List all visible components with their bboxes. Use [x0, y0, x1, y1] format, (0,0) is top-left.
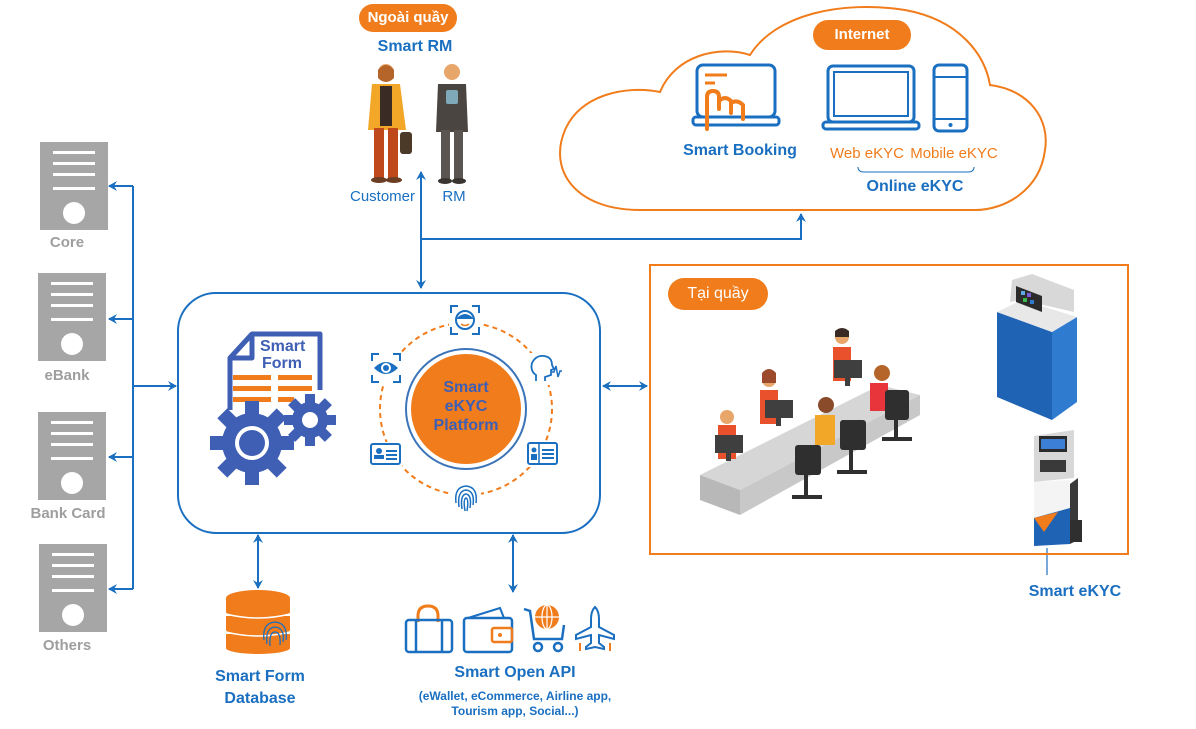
- smart-rm-title: Smart RM: [377, 38, 453, 55]
- cart-globe-icon: [523, 604, 566, 653]
- platform-box: [177, 292, 601, 534]
- id-card-left-icon: [370, 442, 402, 467]
- bag-icon: [404, 604, 454, 654]
- online-ekyc-label: Online eKYC: [866, 178, 964, 195]
- server-core-label: Core: [49, 234, 85, 251]
- fingerprint-icon: [451, 481, 481, 515]
- smart-ekyc-kiosk-label: Smart eKYC: [1028, 583, 1122, 600]
- rm-figure-icon: [436, 64, 468, 184]
- server-core-icon: [40, 142, 108, 230]
- database-label-line2: Database: [224, 690, 296, 707]
- server-bankcard-icon: [38, 412, 106, 500]
- ekyc-core-line3: Platform: [433, 417, 499, 434]
- server-bankcard-label: Bank Card: [30, 505, 106, 522]
- online-ekyc-brace: [857, 166, 975, 173]
- server-others-icon: [39, 544, 107, 632]
- server-ebank-icon: [38, 273, 106, 361]
- self-service-kiosk-large: [997, 274, 1077, 420]
- customer-label: Customer: [349, 188, 416, 205]
- wallet-icon: [462, 606, 514, 654]
- rm-label: RM: [442, 188, 466, 205]
- voice-icon: [528, 353, 562, 385]
- ekyc-core-line1: Smart: [443, 379, 489, 396]
- server-ebank-label: eBank: [44, 367, 90, 384]
- ekyc-core-circle: [411, 354, 521, 464]
- open-api-title: Smart Open API: [454, 664, 576, 681]
- arrow-to-cloud: [421, 213, 806, 240]
- eye-scan-icon: [370, 352, 402, 384]
- mobile-ekyc-phone-icon: [932, 63, 969, 133]
- counter-area-box: [649, 264, 1129, 555]
- ekyc-core-line2: eKYC: [444, 398, 488, 415]
- smart-booking-laptop-icon: [691, 63, 781, 131]
- outside-counter-badge: Ngoài quầy: [359, 4, 457, 32]
- internet-badge: Internet: [813, 20, 911, 50]
- smart-form-database-icon: [225, 590, 291, 654]
- smart-form-document-icon: [210, 331, 336, 485]
- ekyc-ring: [379, 322, 553, 496]
- smart-ekyc-kiosk: [1034, 430, 1082, 546]
- internet-cloud: [559, 6, 1047, 211]
- database-label-line1: Smart Form: [215, 668, 305, 685]
- face-scan-icon: [449, 304, 481, 336]
- open-api-subtitle-line1: (eWallet, eCommerce, Airline app,: [418, 689, 612, 703]
- server-others-label: Others: [42, 637, 92, 654]
- smart-form-title-line2: Form: [262, 355, 302, 372]
- smart-booking-label: Smart Booking: [683, 142, 797, 159]
- id-card-right-icon: [527, 441, 559, 467]
- bank-counter-illustration: [700, 328, 920, 515]
- web-ekyc-laptop-icon: [821, 64, 921, 131]
- web-ekyc-label: Web eKYC: [830, 145, 904, 162]
- smart-form-title-line1: Smart: [260, 338, 306, 355]
- at-counter-badge: Tại quầy: [668, 278, 768, 310]
- customer-figure-icon: [368, 64, 412, 183]
- open-api-subtitle-line2: Tourism app, Social...): [451, 704, 579, 718]
- mobile-ekyc-label: Mobile eKYC: [910, 145, 998, 162]
- airplane-icon: [575, 605, 615, 651]
